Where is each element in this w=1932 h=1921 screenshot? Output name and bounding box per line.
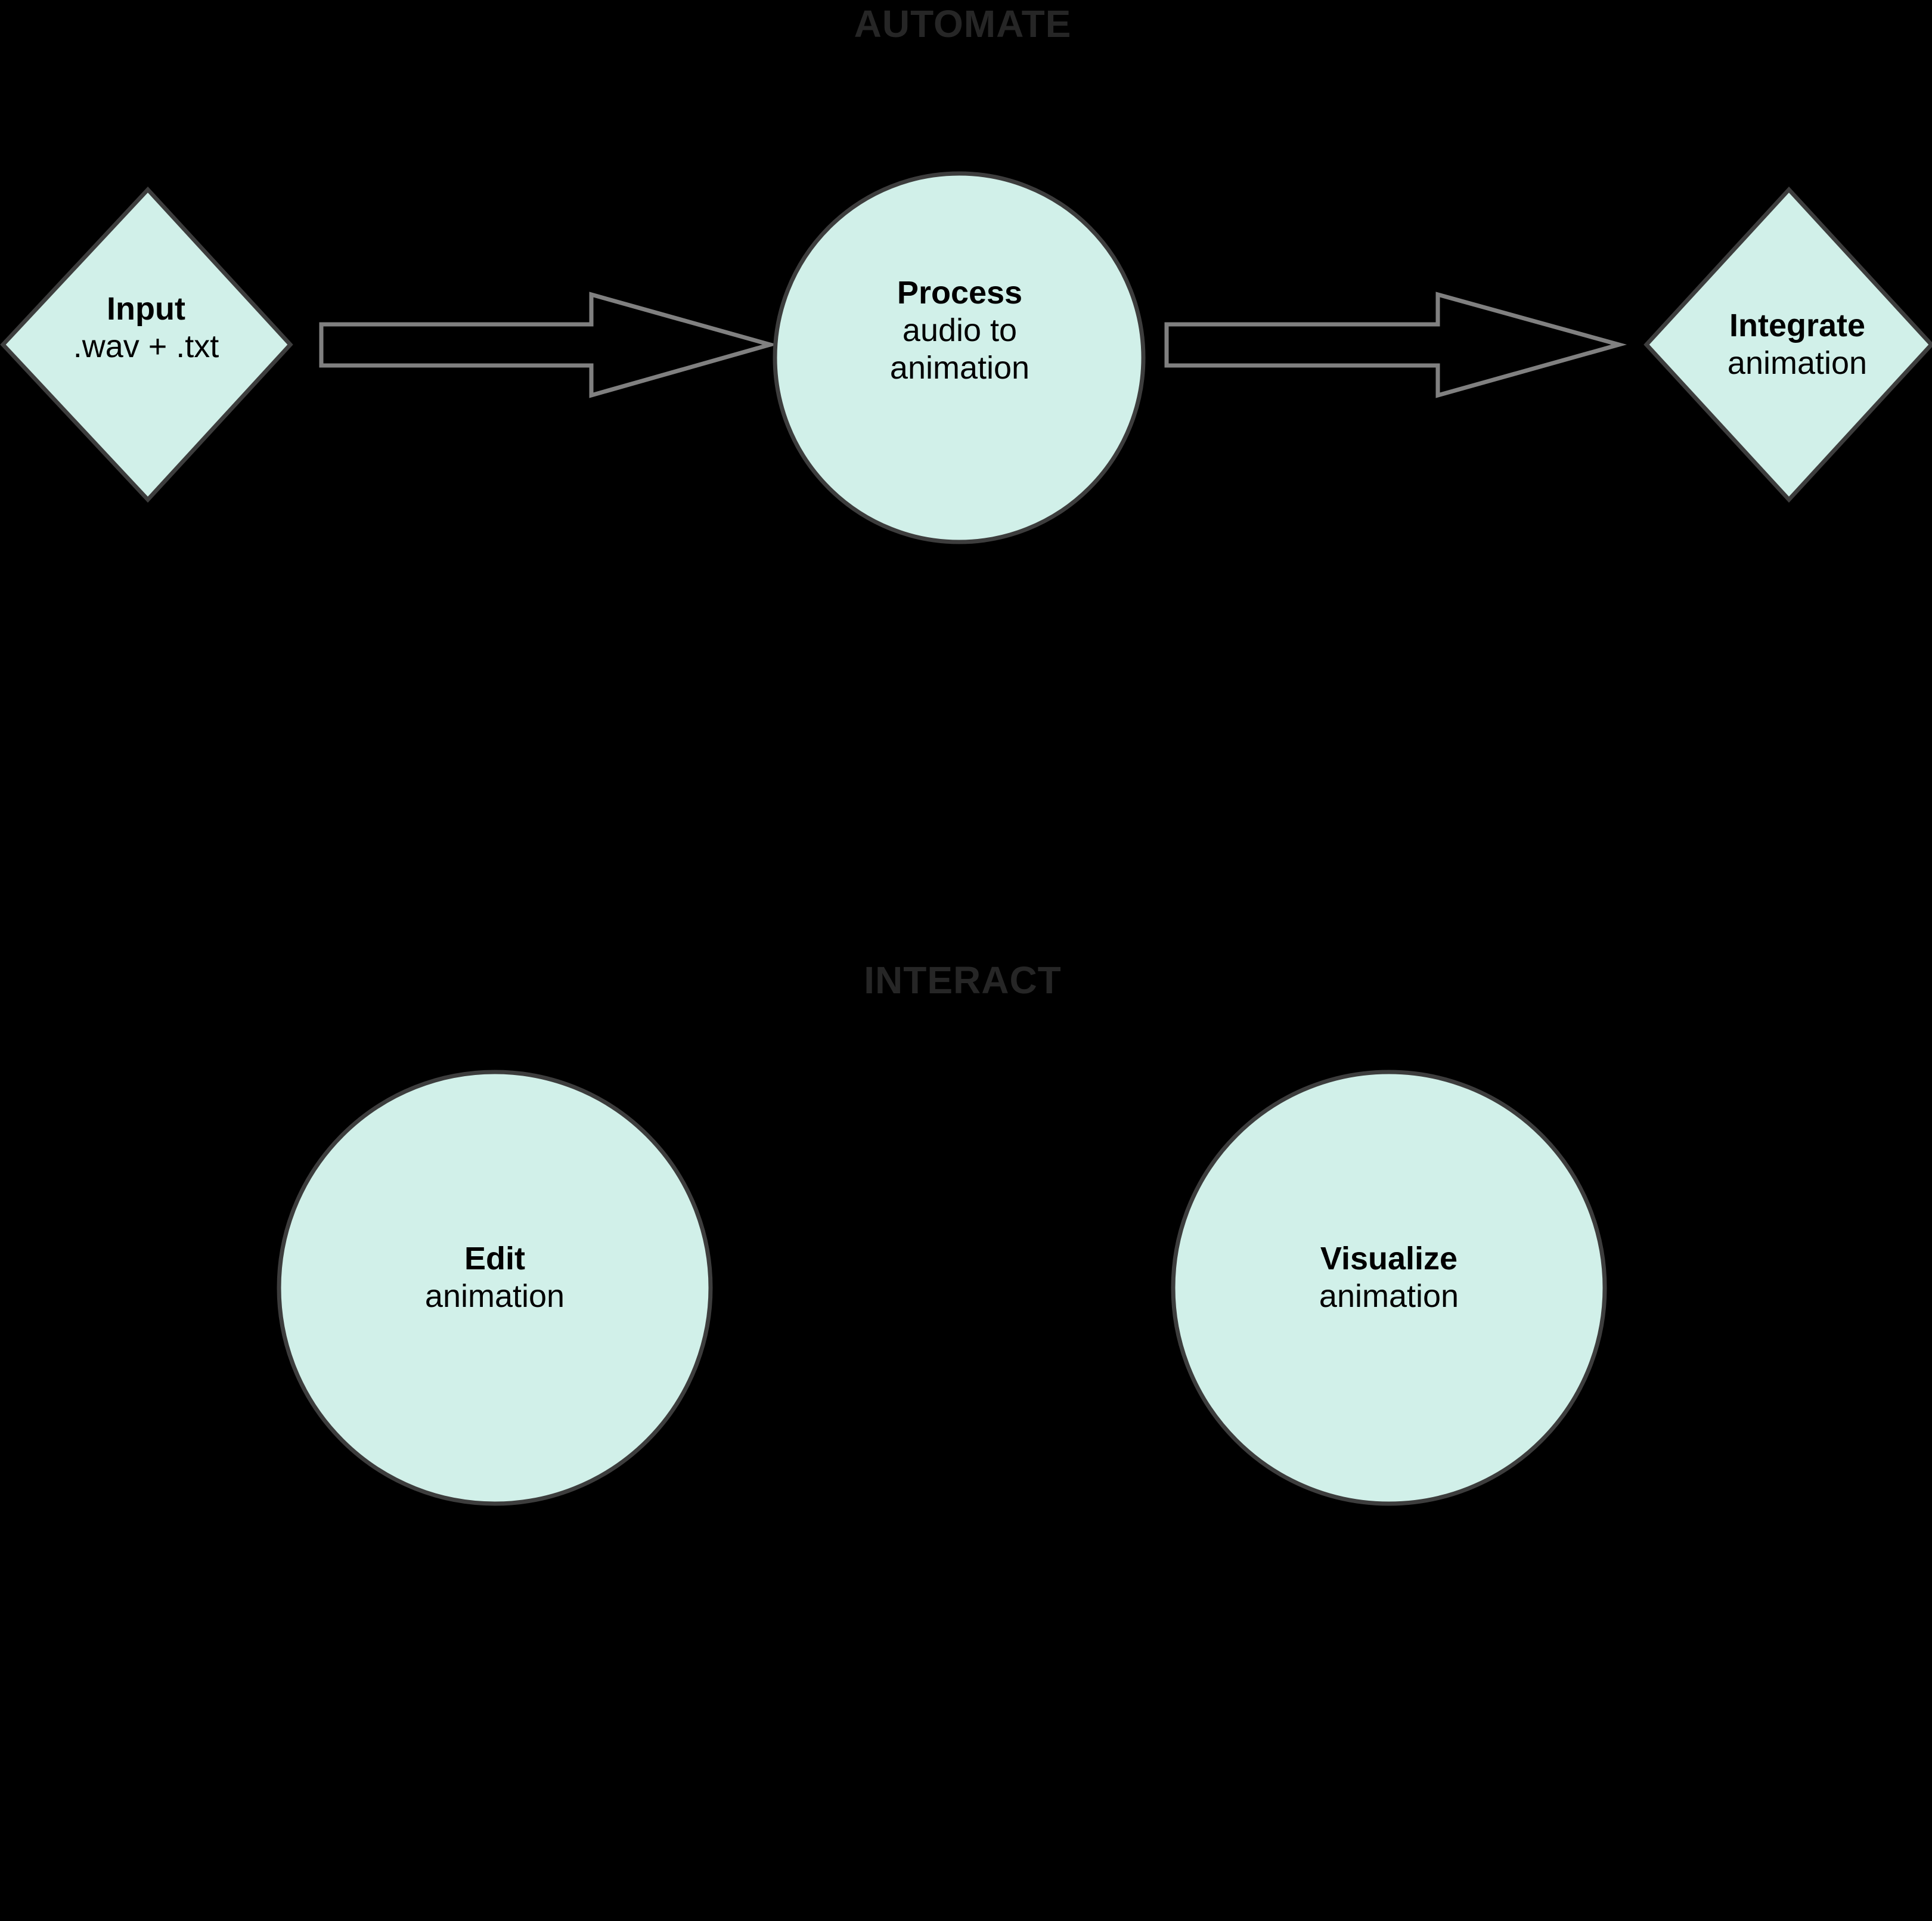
node-input[interactable] — [3, 190, 289, 500]
node-edit[interactable] — [277, 1070, 712, 1505]
arrow-input-to-process[interactable] — [319, 292, 778, 398]
node-visualize[interactable] — [1171, 1070, 1607, 1505]
node-process[interactable] — [773, 172, 1145, 544]
section-heading-interact: INTERACT — [864, 959, 1062, 1002]
node-shape-visualize[interactable] — [1171, 1070, 1607, 1506]
node-shape-edit[interactable] — [277, 1070, 713, 1506]
arrow-process-to-integrate[interactable] — [1164, 292, 1627, 398]
node-integrate[interactable] — [1645, 190, 1932, 500]
node-shape-input[interactable] — [0, 186, 293, 503]
node-shape-integrate[interactable] — [1643, 186, 1932, 503]
edge-process-to-integrate[interactable] — [1162, 279, 1624, 410]
section-heading-automate: AUTOMATE — [854, 2, 1072, 45]
node-shape-process[interactable] — [773, 171, 1146, 544]
edge-input-to-process[interactable] — [319, 279, 772, 410]
